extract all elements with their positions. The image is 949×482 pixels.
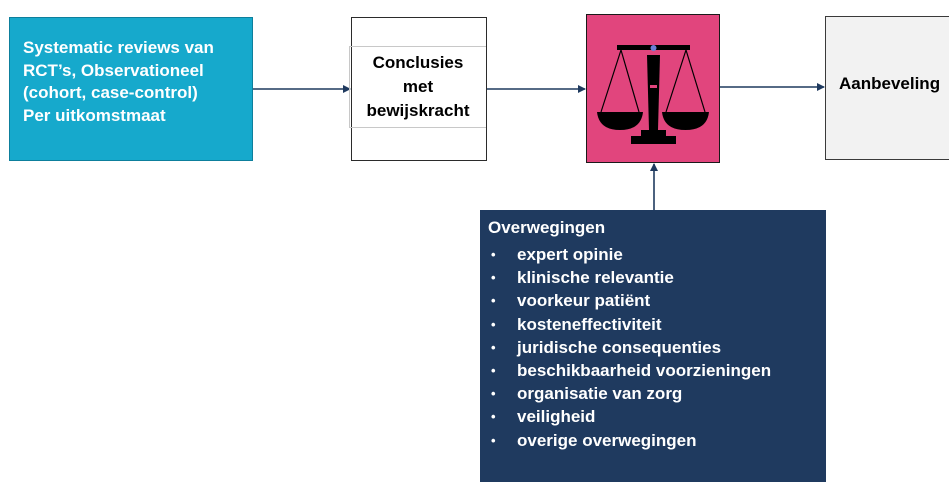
list-item-label: kosteneffectiviteit [517,314,662,334]
overwegingen-title: Overwegingen [488,218,606,237]
list-item: • voorkeur patiënt [488,289,826,312]
list-item: • kosteneffectiviteit [488,313,826,336]
list-item-label: organisatie van zorg [517,384,683,404]
list-item: • expert opinie [488,243,826,266]
list-item-label: beschikbaarheid voorzieningen [517,361,772,381]
balance-scale-icon [597,45,709,144]
aanbeveling-label: Aanbeveling [839,74,941,93]
bullet-icon: • [491,270,496,286]
evidence-line: (cohort, case-control) [23,83,198,102]
evidence-line: Systematic reviews van [23,38,214,57]
overwegingen-box: Overwegingen • expert opinie • klinische r… [480,210,826,482]
conclusies-text: Conclusies met bewijskracht [349,46,486,128]
list-item: • organisatie van zorg [488,382,826,405]
bullet-icon: • [491,339,496,355]
conclusies-line: Conclusies [372,53,464,72]
balance-box [586,14,720,163]
bullet-icon: • [491,293,496,309]
bullet-icon: • [491,363,496,379]
evidence-box: Systematic reviews van RCT’s, Observatio… [9,17,253,161]
list-item-label: veiligheid [517,407,596,427]
evidence-line: Per uitkomstmaat [23,105,166,125]
overwegingen-list: • expert opinie • klinische relevantie • vo… [488,243,826,452]
bullet-icon: • [491,316,496,332]
bullet-icon: • [491,386,496,402]
bullet-icon: • [491,409,496,425]
list-item: • klinische relevantie [488,266,826,289]
list-item-label: juridische consequenties [517,337,722,357]
list-item: • overige overwegingen [488,429,826,452]
evidence-line: RCT’s, Observationeel [23,60,204,80]
bullet-icon: • [491,247,496,262]
aanbeveling-box: Aanbeveling [825,16,949,160]
conclusies-box: Conclusies met bewijskracht [349,17,487,161]
conclusies-line: met [402,77,434,96]
list-item-label: expert opinie [517,245,623,264]
list-item: • juridische consequenties [488,336,826,359]
list-item: • beschikbaarheid voorzieningen [488,359,826,382]
list-item-label: overige overwegingen [517,430,697,450]
list-item: • veiligheid [488,405,826,428]
bullet-icon: • [491,432,496,448]
conclusies-line: bewijskracht [366,101,470,120]
list-item-label: voorkeur patiënt [517,291,651,311]
list-item-label: klinische relevantie [517,268,674,288]
